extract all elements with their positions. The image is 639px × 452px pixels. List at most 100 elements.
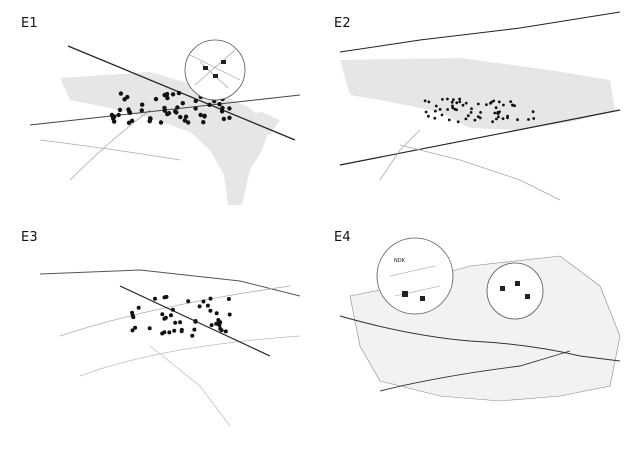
building-mark: [207, 102, 212, 108]
building-mark: [455, 108, 458, 112]
building-mark: [217, 102, 222, 107]
building-mark: [201, 120, 206, 125]
building-mark: [434, 109, 437, 113]
building-mark: [197, 304, 202, 309]
building-mark: [220, 105, 225, 111]
panel-label-e2: E2: [334, 16, 351, 31]
building-mark: [175, 105, 180, 110]
building-mark: [219, 328, 224, 333]
panel-e4: E4 NDK: [320, 226, 639, 452]
building-mark: [130, 310, 135, 315]
building-mark: [130, 328, 135, 333]
road: [39, 139, 181, 161]
building-mark: [452, 98, 455, 101]
building-cluster: [423, 97, 536, 124]
road: [69, 109, 151, 181]
building-mark: [133, 325, 138, 330]
building-mark: [496, 111, 499, 115]
building-mark: [494, 106, 498, 110]
building-mark: [153, 96, 159, 102]
building-mark: [466, 114, 470, 118]
building-mark: [227, 115, 232, 121]
building-mark: [497, 115, 500, 119]
railway-line: [67, 45, 296, 141]
building-mark: [162, 330, 167, 335]
building-mark: [532, 117, 536, 120]
building-mark: [214, 321, 219, 326]
building-cluster: [130, 294, 232, 338]
water-area: [340, 58, 615, 130]
building-mark: [202, 114, 207, 119]
building-mark: [205, 303, 210, 308]
map-e1: [29, 39, 301, 205]
building-mark: [531, 110, 535, 114]
building-mark: [139, 108, 144, 113]
building-mark: [424, 110, 428, 114]
building-mark: [198, 112, 203, 118]
building-mark: [502, 103, 505, 107]
building-mark: [170, 307, 175, 312]
building-mark: [501, 117, 505, 120]
inset-tag: NDK: [394, 258, 406, 264]
building-mark: [201, 299, 206, 304]
road: [79, 335, 301, 377]
building-mark: [167, 330, 172, 335]
building-mark: [461, 103, 465, 107]
coastline: [339, 11, 621, 53]
detail-inset: [184, 39, 246, 101]
building-mark: [112, 114, 117, 119]
building-mark: [495, 117, 498, 121]
building-mark: [492, 99, 496, 103]
building-mark: [165, 95, 170, 101]
detail-inset: NDK: [376, 237, 454, 315]
building-mark: [509, 100, 513, 103]
building-mark: [136, 305, 141, 310]
building-mark: [433, 116, 437, 120]
building-mark: [226, 297, 231, 301]
map-e4: NDK: [339, 237, 621, 402]
building-mark: [147, 119, 152, 124]
building-mark: [173, 109, 178, 114]
building-mark: [214, 311, 219, 316]
road: [399, 144, 561, 201]
building-mark: [223, 329, 228, 334]
building-mark: [219, 109, 225, 114]
building-mark: [208, 296, 213, 301]
building-mark: [164, 294, 169, 299]
building-mark: [153, 296, 157, 301]
road: [149, 345, 231, 427]
road: [379, 129, 421, 181]
panel-label-e3: E3: [21, 230, 38, 245]
river: [379, 350, 571, 392]
building-mark: [147, 326, 152, 331]
building-mark: [464, 101, 468, 105]
building-mark: [441, 98, 444, 101]
building-mark: [173, 320, 178, 325]
building-mark: [423, 99, 427, 103]
railway-line: [339, 109, 621, 166]
building-mark: [160, 312, 165, 317]
panel-e2: E2: [320, 0, 639, 226]
building-mark: [478, 116, 482, 120]
building-mark: [427, 114, 430, 118]
building-mark: [516, 118, 519, 122]
building-mark: [464, 117, 468, 121]
road: [59, 285, 291, 337]
building-mark: [446, 108, 449, 111]
building-mark: [193, 98, 198, 104]
building-mark: [193, 106, 198, 111]
building-mark: [129, 118, 135, 124]
building-mark: [227, 106, 232, 111]
building-mark: [447, 118, 451, 122]
panel-label-e1: E1: [21, 16, 38, 31]
building-mark: [221, 116, 227, 122]
building-mark: [182, 118, 187, 123]
building-mark: [193, 319, 198, 324]
panel-e3: E3: [0, 226, 320, 452]
building-mark: [458, 97, 461, 101]
building-mark: [180, 101, 185, 106]
building-mark: [513, 104, 516, 108]
building-mark: [473, 118, 477, 122]
building-mark: [469, 111, 473, 114]
building-mark: [158, 120, 164, 125]
